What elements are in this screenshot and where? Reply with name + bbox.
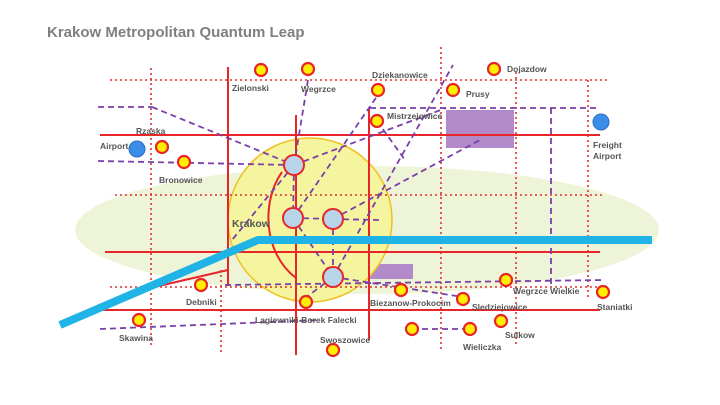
hub-north (283, 154, 305, 176)
hub-south (322, 266, 344, 288)
metro-line-northwest-diagonal (231, 164, 295, 241)
metro-line-east-stub (332, 218, 381, 221)
label-dziekanowice: Dziekanowice (372, 70, 428, 80)
rail-lines-dotted (110, 47, 610, 355)
label-wegrzce-wielkie: Wegrzce Wielkie (513, 286, 580, 296)
river (58, 236, 652, 329)
freight-airport-icon (592, 113, 610, 131)
metro-line-north (293, 79, 309, 166)
stations (131, 61, 611, 358)
station-biezanow (393, 282, 409, 298)
label-prusy: Prusy (466, 89, 490, 99)
station-mistrzejowice (369, 113, 385, 129)
hub-east (322, 208, 344, 230)
label-freight-airport-line1: Freight (593, 140, 622, 150)
station-rzaska (154, 139, 170, 155)
label-staniatki: Staniatki (597, 302, 632, 312)
central-hubs (282, 154, 344, 288)
label-sulkow: Sulkow (505, 330, 535, 340)
station-dojazdow (486, 61, 502, 77)
metro-line-northeast (292, 91, 381, 219)
rail-line-center-curve (267, 171, 297, 279)
metro-line-east-top (293, 107, 447, 166)
station-sulkow (493, 313, 509, 329)
station-prusy (445, 82, 461, 98)
metro-line-west-diagonal (151, 106, 295, 166)
label-airport: Airport (100, 141, 129, 151)
label-debniki: Debniki (186, 297, 217, 307)
label-rzaska: Rzaska (136, 126, 166, 136)
station-staniatki (595, 284, 611, 300)
diagram-title: Krakow Metropolitan Quantum Leap (47, 24, 305, 41)
label-wieliczka: Wieliczka (463, 342, 501, 352)
label-skawina: Skawina (119, 333, 153, 343)
label-dojazdow: Dojazdow (507, 64, 547, 74)
metro-line-mistrzejowice (376, 120, 406, 161)
station-zielonski (253, 62, 269, 78)
label-bronowice: Bronowice (159, 175, 203, 185)
station-wegrzce (300, 61, 316, 77)
station-wieliczka (462, 321, 478, 337)
station-skawina (131, 312, 147, 328)
label-sledziejowice: Sledziejowice (472, 302, 528, 312)
label-lagiewniki: Lagiewniki-Borek Falecki (255, 315, 357, 325)
airport-icon (128, 140, 146, 158)
hub-center (282, 207, 304, 229)
label-freight-airport-line2: Airport (593, 151, 622, 161)
station-swoszowice (325, 342, 341, 358)
metro-line-diagonal-south (292, 217, 334, 278)
station-lagiewniki (298, 294, 314, 310)
metro-line-skawina (99, 319, 321, 330)
station-wieliczka-west (404, 321, 420, 337)
metro-line-bronowice (97, 160, 295, 166)
label-mistrzejowice: Mistrzejowice (387, 111, 443, 121)
development-zone-north-east (446, 110, 514, 148)
metro-line-south-h (224, 279, 606, 286)
metro-line-east-diagonal (332, 139, 481, 220)
label-swoszowice: Swoszowice (320, 335, 370, 345)
label-wegrzce: Wegrzce (301, 84, 336, 94)
station-debniki (193, 277, 209, 293)
label-zielonski: Zielonski (232, 83, 269, 93)
station-sledziejowice (455, 291, 471, 307)
label-biezanow: Biezanow-Prokocim (370, 298, 451, 308)
station-dziekanowice (370, 82, 386, 98)
station-wegrzce-wielkie (498, 272, 514, 288)
label-krakow: Krakow (232, 218, 271, 230)
station-bronowice (176, 154, 192, 170)
